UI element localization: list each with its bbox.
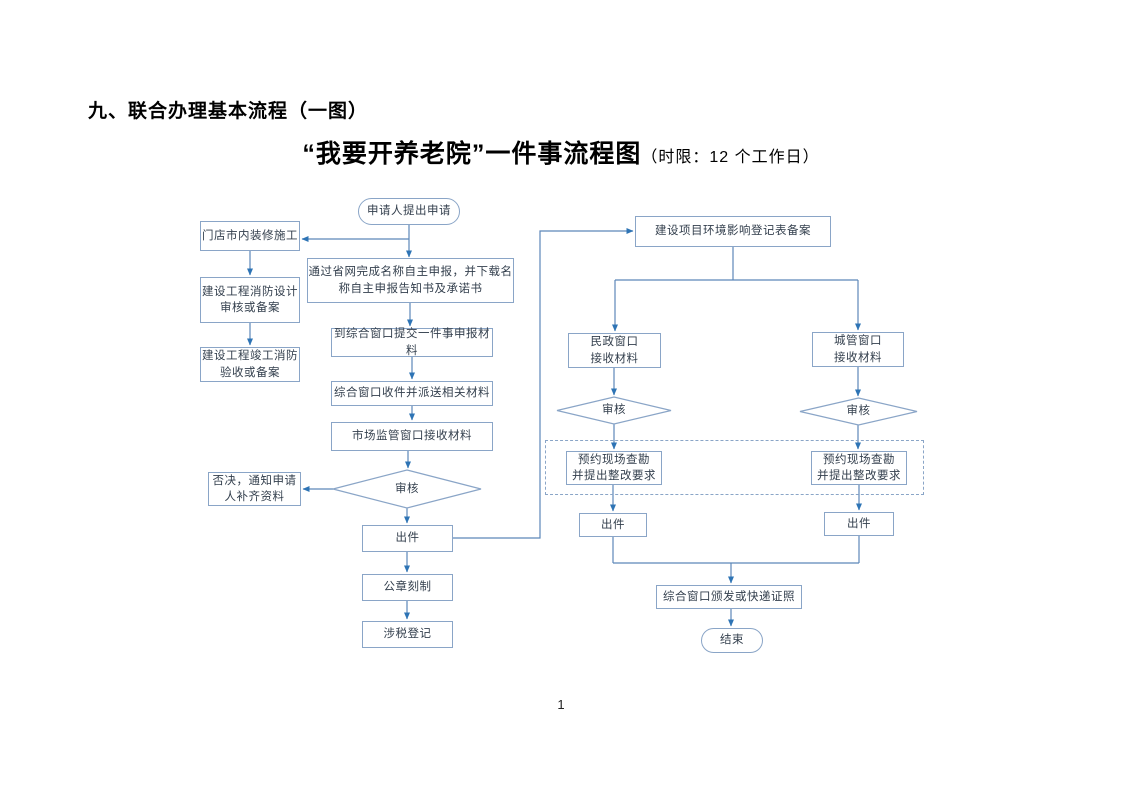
flow-node-tax-registration: 涉税登记 <box>362 621 453 648</box>
flow-node-reject-notify: 否决，通知申请 人补齐资料 <box>208 472 301 506</box>
flowchart-title-main: “我要开养老院”一件事流程图 <box>302 140 642 168</box>
flow-node-province-name-declaration: 通过省网完成名称自主申报，并下载名 称自主申报告知书及承诺书 <box>307 258 514 303</box>
flowchart-title: “我要开养老院”一件事流程图（时限：12 个工作日） <box>0 134 1122 170</box>
flow-node-submit-materials-label: 到综合窗口提交一件事申报材 料 <box>334 328 490 357</box>
flow-decision-review-left: 审核 <box>557 397 671 424</box>
flowchart-title-suffix: （时限：12 个工作日） <box>641 149 820 166</box>
flow-node-seal-engraving-label: 公章刻制 <box>383 581 432 594</box>
flow-node-market-supervision-receive-label: 市场监管窗口接收材料 <box>352 430 472 443</box>
flow-node-fire-design-review-label: 建设工程消防设计 审核或备案 <box>202 285 298 314</box>
flow-node-license-delivery: 综合窗口颁发或快递证照 <box>656 585 802 609</box>
flow-decision-review-center: 审核 <box>333 470 481 508</box>
flow-node-fire-acceptance-label: 建设工程竣工消防 验收或备案 <box>202 350 298 379</box>
page-number: 1 <box>557 697 565 712</box>
flow-decision-review-right-label: 审核 <box>846 405 871 418</box>
flow-node-store-decoration-label: 门店市内装修施工 <box>202 229 298 242</box>
flow-node-window-receive-dispatch: 综合窗口收件并派送相关材料 <box>331 381 493 406</box>
flow-node-fire-design-review: 建设工程消防设计 审核或备案 <box>200 277 300 323</box>
flow-node-store-decoration: 门店市内装修施工 <box>200 221 300 251</box>
flow-decision-review-center-label: 审核 <box>395 482 419 495</box>
flow-node-window-receive-dispatch-label: 综合窗口收件并派送相关材料 <box>334 387 490 400</box>
flow-node-urban-management-window-label: 城管窗口 接收材料 <box>834 335 882 364</box>
flow-node-license-delivery-label: 综合窗口颁发或快递证照 <box>663 590 795 603</box>
flow-node-submit-materials: 到综合窗口提交一件事申报材 料 <box>331 328 493 357</box>
onsite-survey-dashed-zone <box>545 440 924 495</box>
section-heading: 九、联合办理基本流程（一图） <box>88 101 369 122</box>
flow-node-onsite-survey-right-label: 预约现场查勘 并提出整改要求 <box>817 453 901 482</box>
flow-node-reject-notify-label: 否决，通知申请 人补齐资料 <box>212 474 297 503</box>
diamond-shape <box>800 398 917 425</box>
flow-node-end: 结束 <box>701 628 763 653</box>
diamond-shape <box>333 470 481 508</box>
flow-node-onsite-survey-left-label: 预约现场查勘 并提出整改要求 <box>572 453 656 482</box>
flow-node-province-name-declaration-label: 通过省网完成名称自主申报，并下载名 称自主申报告知书及承诺书 <box>308 266 513 295</box>
flow-node-urban-management-window: 城管窗口 接收材料 <box>812 332 904 367</box>
flow-node-issue-right: 出件 <box>824 512 894 536</box>
flow-node-market-supervision-receive: 市场监管窗口接收材料 <box>331 422 493 451</box>
flow-node-issue-left: 出件 <box>579 513 647 537</box>
flow-node-start: 申请人提出申请 <box>358 198 460 225</box>
flow-node-environmental-registration: 建设项目环境影响登记表备案 <box>635 216 831 247</box>
flow-node-civil-affairs-window: 民政窗口 接收材料 <box>568 333 661 368</box>
flow-node-issue-left-label: 出件 <box>601 518 625 531</box>
flow-node-seal-engraving: 公章刻制 <box>362 574 453 601</box>
flow-decision-review-right: 审核 <box>800 398 917 425</box>
flow-node-start-label: 申请人提出申请 <box>367 205 451 218</box>
flow-decision-review-left-label: 审核 <box>602 404 626 417</box>
flow-node-issue-center-label: 出件 <box>395 532 420 545</box>
flow-node-issue-right-label: 出件 <box>847 517 871 530</box>
flow-node-tax-registration-label: 涉税登记 <box>383 628 432 641</box>
flow-node-end-label: 结束 <box>720 634 744 647</box>
flow-node-environmental-registration-label: 建设项目环境影响登记表备案 <box>655 225 811 238</box>
diamond-shape <box>557 397 671 424</box>
flow-node-fire-acceptance: 建设工程竣工消防 验收或备案 <box>200 347 300 382</box>
flow-node-onsite-survey-left: 预约现场查勘 并提出整改要求 <box>566 451 662 485</box>
flow-node-civil-affairs-window-label: 民政窗口 接收材料 <box>590 336 639 365</box>
flow-node-issue-center: 出件 <box>362 525 453 552</box>
flow-node-onsite-survey-right: 预约现场查勘 并提出整改要求 <box>811 451 907 485</box>
